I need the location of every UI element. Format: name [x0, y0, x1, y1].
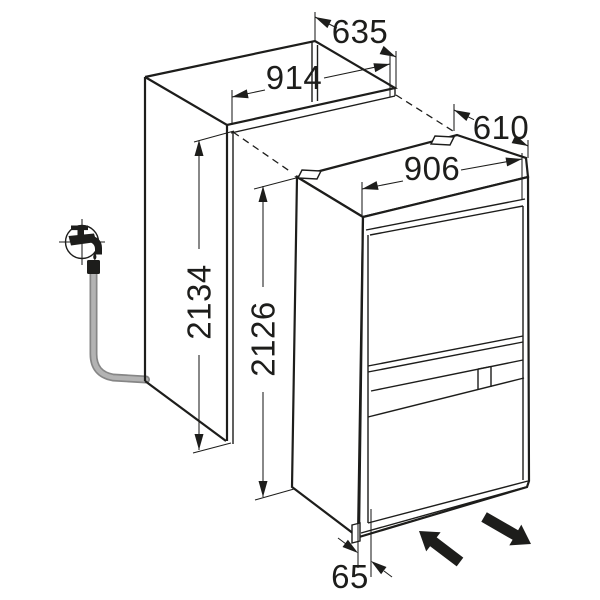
dimension-appliance-width: 906 [361, 150, 523, 215]
dim-label-906: 906 [404, 150, 461, 187]
dim-label-2126: 2126 [245, 301, 282, 376]
hose-connector [87, 260, 100, 274]
dim-label-610: 610 [473, 109, 530, 146]
water-drop-icon [93, 252, 97, 261]
dimension-appliance-depth: 610 [453, 104, 530, 158]
arrow-in-icon [419, 531, 464, 567]
dimension-niche-width: 914 [231, 56, 391, 125]
dimension-niche-height: 2134 [181, 130, 235, 454]
niche-outline [143, 39, 398, 444]
arrow-out-icon [481, 512, 531, 546]
dim-label-635: 635 [332, 13, 389, 50]
slide-in-out-arrows [419, 512, 531, 567]
door-details [351, 198, 529, 544]
dim-label-914: 914 [266, 59, 323, 96]
hinge-cover-icon [296, 169, 323, 180]
dimension-appliance-height: 2126 [245, 177, 297, 501]
appliance-outline [290, 133, 531, 544]
dimension-niche-depth: 635 [314, 12, 397, 88]
water-hose [87, 260, 150, 384]
dim-label-2134: 2134 [181, 264, 218, 339]
adjustable-foot-icon [351, 522, 361, 544]
water-tap-icon [59, 219, 105, 265]
dimension-bottom-clearance: 65 [331, 509, 393, 595]
dim-label-65: 65 [331, 558, 369, 595]
hinge-cover-icon [429, 135, 456, 146]
